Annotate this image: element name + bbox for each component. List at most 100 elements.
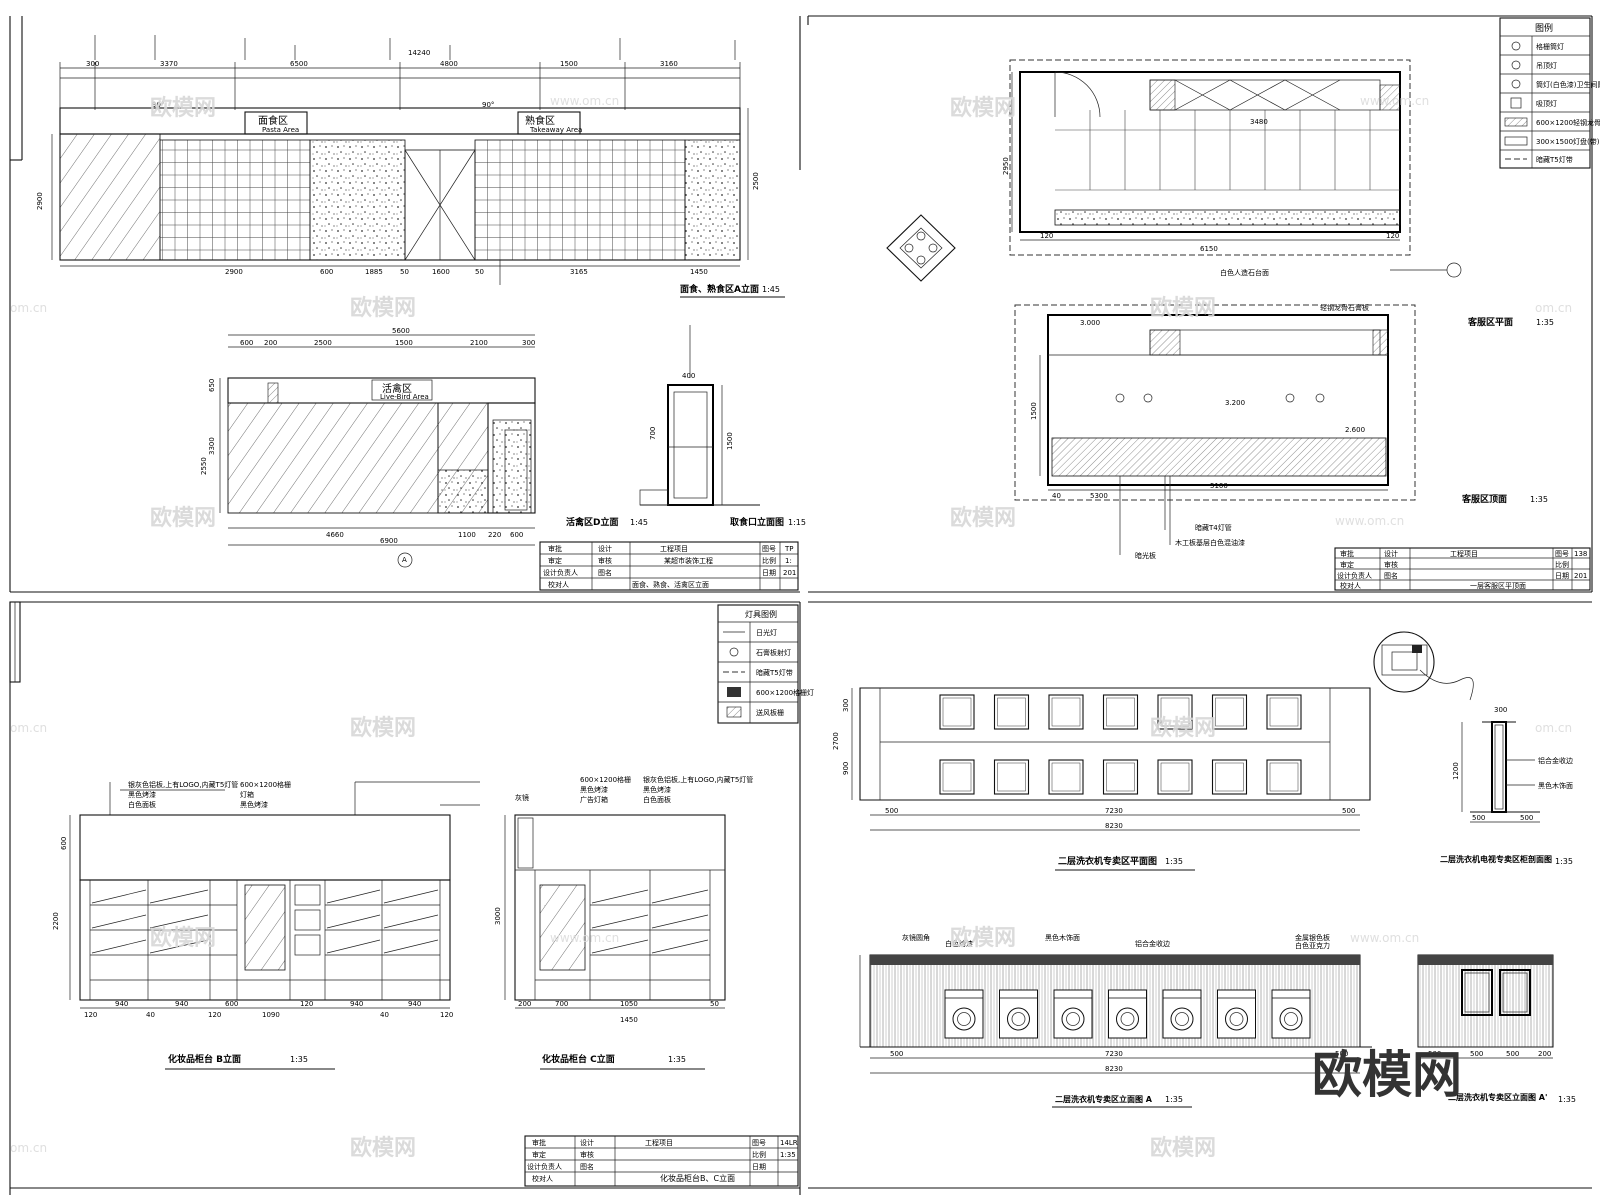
dim-label: 6500 <box>290 60 308 68</box>
dim-overall: 6900 <box>380 537 398 545</box>
view-title: 二层洗衣机专卖区立面图 A <box>1055 1094 1153 1104</box>
svg-text:吊顶灯: 吊顶灯 <box>1536 61 1557 70</box>
svg-text:图名: 图名 <box>580 1162 594 1171</box>
plan-window-row <box>939 694 1302 730</box>
sheet1-title-block: 审批 设计 工程项目 图号 审定 审核 某超市装饰工程 比例 设计负责人 图名 … <box>539 541 799 591</box>
svg-text:500: 500 <box>1342 807 1355 815</box>
svg-text:图名: 图名 <box>1384 571 1398 580</box>
svg-text:欧模网: 欧模网 <box>950 505 1016 531</box>
dim-label: 2900 <box>36 192 44 210</box>
zone-label: 活禽区 <box>382 382 412 395</box>
view-scale: 1:35 <box>668 1055 686 1064</box>
svg-text:图号: 图号 <box>762 545 776 553</box>
view-title: 二层洗衣机专卖区立面图 A' <box>1448 1092 1547 1102</box>
svg-text:某超市装饰工程: 某超市装饰工程 <box>664 556 713 565</box>
svg-text:图号: 图号 <box>1555 550 1569 558</box>
svg-text:欧模网: 欧模网 <box>1150 715 1216 741</box>
svg-text:1200: 1200 <box>1452 762 1460 780</box>
angle-label: 90° <box>152 101 164 109</box>
washer-door-icon <box>1279 1007 1303 1031</box>
view-scale: 1:15 <box>788 518 806 527</box>
svg-text:一层客服区平顶面: 一层客服区平顶面 <box>1470 581 1526 590</box>
sheet1-elevation-a: 300 3370 6500 4800 1500 3160 14240 面食区 P… <box>36 35 760 285</box>
svg-text:2700: 2700 <box>832 732 840 750</box>
svg-text:40: 40 <box>146 1011 155 1019</box>
svg-text:筒灯(白色漆)卫生间防雾筒灯: 筒灯(白色漆)卫生间防雾筒灯 <box>1536 80 1600 89</box>
dim-label: 40 <box>1052 492 1061 500</box>
svg-text:日期: 日期 <box>752 1163 766 1171</box>
view-title: 面食、熟食区A立面 <box>680 283 759 295</box>
dim-label: 3480 <box>1250 118 1268 126</box>
svg-text:银灰色铝板,上有LOGO,内藏T5灯管: 银灰色铝板,上有LOGO,内藏T5灯管 <box>128 780 238 789</box>
dim-label: 1100 <box>458 531 476 539</box>
dim-total: 14240 <box>408 49 430 57</box>
svg-text:600×1200格栅灯: 600×1200格栅灯 <box>756 688 814 697</box>
svg-text:201: 201 <box>783 569 796 577</box>
svg-text:600×1200轻钢龙骨: 600×1200轻钢龙骨 <box>1536 118 1600 127</box>
view-title: 二层洗衣机专卖区平面图 <box>1058 855 1157 867</box>
svg-text:灰镜: 灰镜 <box>515 793 529 802</box>
window-panel <box>1048 694 1084 730</box>
svg-text:om.cn: om.cn <box>1535 301 1572 315</box>
dim-label: 2550 <box>200 457 208 475</box>
svg-text:120: 120 <box>440 1011 453 1019</box>
dim-label: 50 <box>400 268 409 276</box>
svg-text:欧模网: 欧模网 <box>150 925 216 951</box>
svg-text:暗藏T4灯管: 暗藏T4灯管 <box>1195 523 1232 532</box>
dim-label: 5100 <box>1210 482 1228 490</box>
svg-text:铝合金收边: 铝合金收边 <box>1538 756 1573 765</box>
dim-label: 2100 <box>470 339 488 347</box>
svg-text:黑色木饰面: 黑色木饰面 <box>1538 781 1573 790</box>
svg-text:审批: 审批 <box>532 1138 546 1147</box>
washing-machine <box>999 989 1038 1039</box>
svg-text:审定: 审定 <box>532 1150 546 1159</box>
svg-text:300×1500灯盘(带): 300×1500灯盘(带) <box>1536 137 1600 146</box>
svg-text:图例: 图例 <box>1535 22 1553 34</box>
svg-text:审核: 审核 <box>598 556 612 565</box>
dim-label: 600 <box>510 531 523 539</box>
svg-text:设计: 设计 <box>1384 549 1398 558</box>
window-panel <box>1211 759 1248 795</box>
sheet4-elevation-a2: 500 500 500 200 <box>1417 954 1554 1059</box>
svg-text:白色亚克力: 白色亚克力 <box>1295 941 1330 950</box>
svg-text:1:35: 1:35 <box>780 1151 796 1159</box>
view-scale: 1:35 <box>290 1055 308 1064</box>
svg-text:50: 50 <box>710 1000 719 1008</box>
washer-row <box>944 989 1311 1039</box>
window-panel <box>1157 759 1193 795</box>
svg-text:审核: 审核 <box>1384 560 1398 569</box>
svg-text:暗藏T5灯带: 暗藏T5灯带 <box>756 668 793 677</box>
svg-text:40: 40 <box>380 1011 389 1019</box>
dim-label: 2950 <box>1002 157 1010 175</box>
washing-machine <box>1108 989 1147 1039</box>
svg-text:500: 500 <box>1428 1050 1441 1058</box>
sheet2-plan: 6150 3480 120 120 2950 <box>1002 59 1462 278</box>
svg-text:www.om.cn: www.om.cn <box>1335 514 1404 528</box>
sheet4-detail: 1200 500 300 500 铝合金收边 黑色木饰面 <box>1373 631 1573 823</box>
dim-label: 1450 <box>690 268 708 276</box>
dim-label: 3165 <box>570 268 588 276</box>
sheet1-elevation-d: 600 200 2500 1500 2100 300 5600 活禽区 Live… <box>200 327 536 568</box>
washer-door-icon <box>1061 1007 1085 1031</box>
svg-text:8230: 8230 <box>1105 1065 1123 1073</box>
dim-label: 1500 <box>560 60 578 68</box>
svg-text:设计负责人: 设计负责人 <box>1337 571 1372 580</box>
dim-label: 4800 <box>440 60 458 68</box>
svg-text:黑色烤漆: 黑色烤漆 <box>580 785 608 794</box>
svg-text:600: 600 <box>225 1000 238 1008</box>
window-panel <box>939 759 975 795</box>
svg-text:120: 120 <box>84 1011 97 1019</box>
sheet3-title-block: 审批 设计 工程项目 图号 审定 审核 比例 设计负责人 图名 化妆品柜台B、C… <box>524 1135 799 1187</box>
dim-label: 220 <box>488 531 501 539</box>
svg-text:200: 200 <box>1538 1050 1551 1058</box>
svg-text:600: 600 <box>60 837 68 850</box>
svg-text:暗光板: 暗光板 <box>1135 551 1156 560</box>
svg-text:138: 138 <box>1574 550 1587 558</box>
window-panel <box>1048 759 1084 795</box>
svg-text:200: 200 <box>518 1000 531 1008</box>
dim-label: 600 <box>240 339 253 347</box>
svg-text:1090: 1090 <box>262 1011 280 1019</box>
view-title: 客服区顶面 <box>1461 493 1507 505</box>
dim-label: 3370 <box>160 60 178 68</box>
svg-text:吸顶灯: 吸顶灯 <box>1536 99 1557 108</box>
